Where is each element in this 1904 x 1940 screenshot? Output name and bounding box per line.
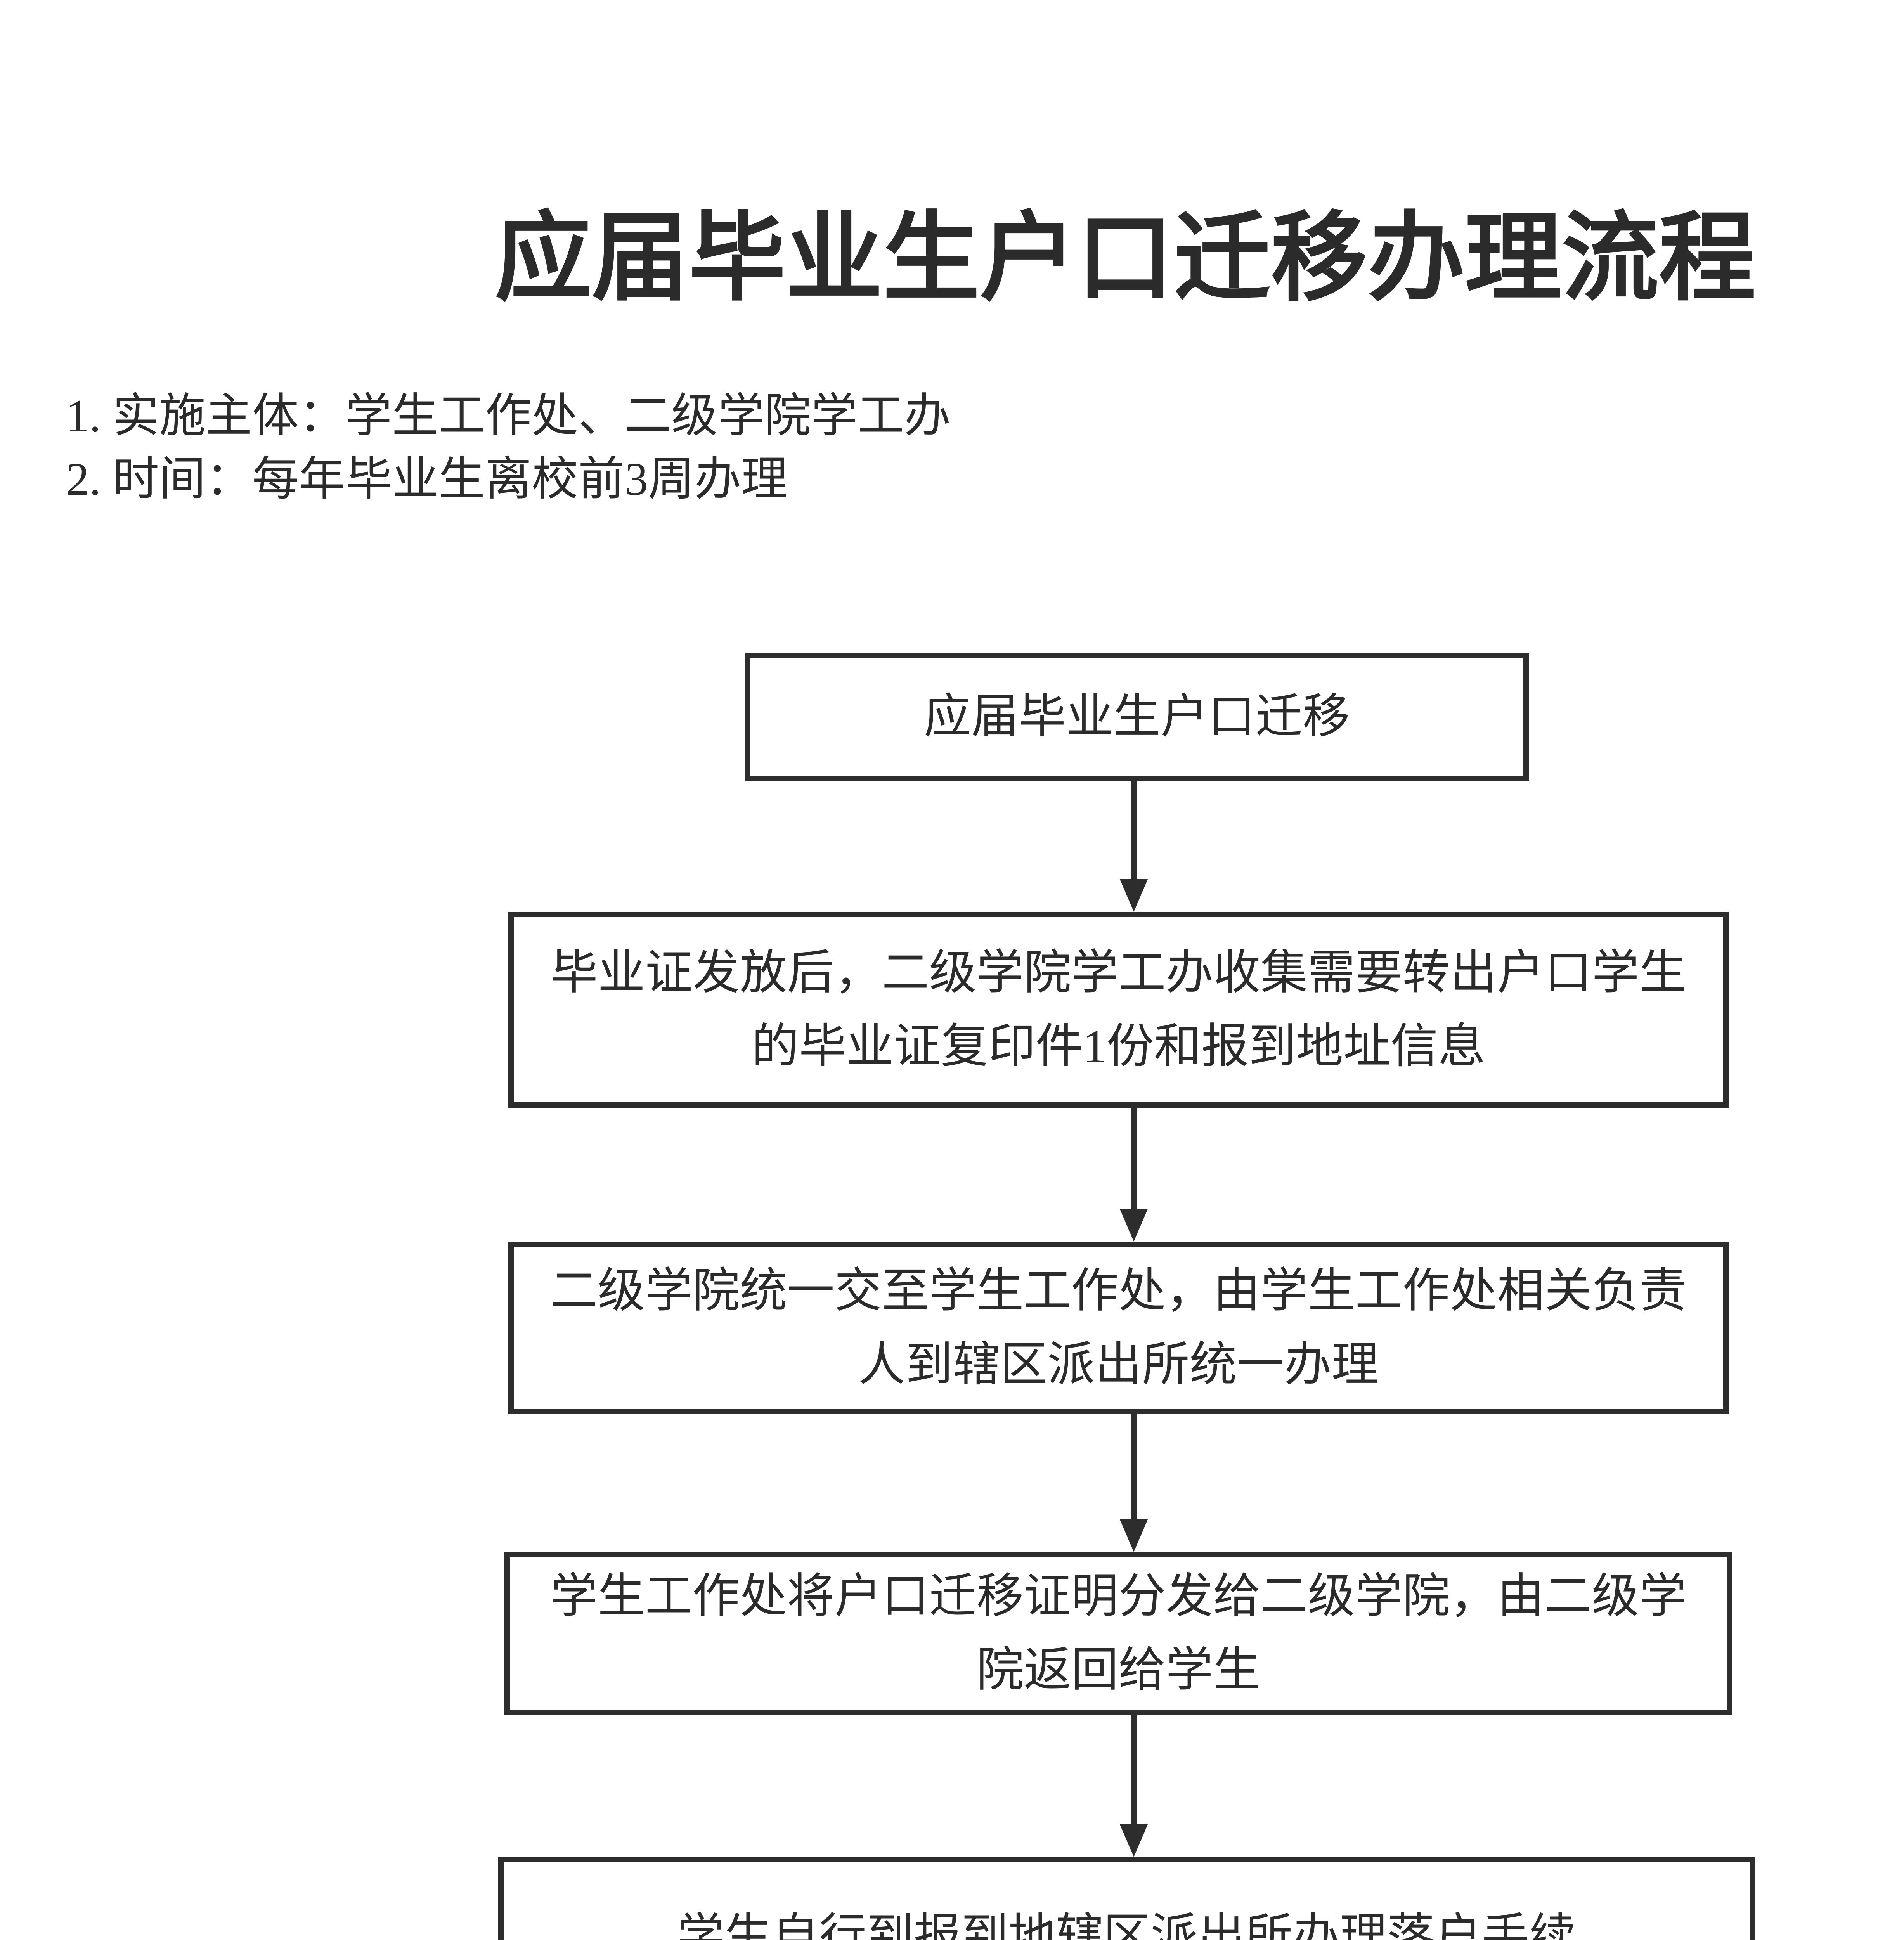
flow-step-4-text-line-1: 学生工作处将户口迁移证明分发给二级学院，由二级学 <box>550 1570 1687 1623</box>
flow-step-4-text-line-2: 院返回给学生 <box>976 1644 1261 1696</box>
arrow-shaft <box>1131 1414 1137 1519</box>
note-time: 2. 时间：每年毕业生离校前3周办理 <box>66 453 788 505</box>
flow-step-5: 学生自行到报到地辖区派出所办理落户手续 <box>498 1857 1755 1940</box>
arrow-head <box>1120 1824 1148 1857</box>
arrow-shaft <box>1131 1108 1137 1209</box>
arrow-head <box>1120 1209 1148 1242</box>
down-arrow-icon <box>1120 781 1148 912</box>
flow-step-2-text-line-1: 毕业证发放后，二级学院学工办收集需要转出户口学生 <box>550 946 1687 999</box>
flow-step-4: 学生工作处将户口迁移证明分发给二级学院，由二级学 院返回给学生 <box>504 1552 1732 1715</box>
arrow-head <box>1120 1519 1148 1552</box>
down-arrow-icon <box>1120 1715 1148 1857</box>
flow-step-1-text: 应届毕业生户口迁移 <box>924 691 1350 743</box>
flow-step-3: 二级学院统一交至学生工作处，由学生工作处相关负责 人到辖区派出所统一办理 <box>508 1242 1729 1414</box>
notes-list: 1. 实施主体：学生工作处、二级学院学工办 2. 时间：每年毕业生离校前3周办理 <box>66 384 951 511</box>
flow-step-2-text-line-2: 的毕业证复印件1份和报到地址信息 <box>752 1020 1485 1073</box>
down-arrow-icon <box>1120 1108 1148 1242</box>
down-arrow-icon <box>1120 1414 1148 1552</box>
arrow-head <box>1120 879 1148 912</box>
flow-step-3-text-line-2: 人到辖区派出所统一办理 <box>858 1338 1379 1391</box>
flow-step-5-text: 学生自行到报到地辖区派出所办理落户手续 <box>677 1910 1577 1940</box>
arrow-shaft <box>1131 781 1137 879</box>
flow-step-2: 毕业证发放后，二级学院学工办收集需要转出户口学生 的毕业证复印件1份和报到地址信… <box>508 912 1729 1108</box>
note-implementer: 1. 实施主体：学生工作处、二级学院学工办 <box>66 390 951 442</box>
flow-step-1: 应届毕业生户口迁移 <box>745 653 1529 781</box>
arrow-shaft <box>1131 1715 1137 1824</box>
page-title: 应届毕业生户口迁移办理流程 <box>495 205 1756 313</box>
flow-step-3-text-line-1: 二级学院统一交至学生工作处，由学生工作处相关负责 <box>550 1264 1687 1317</box>
